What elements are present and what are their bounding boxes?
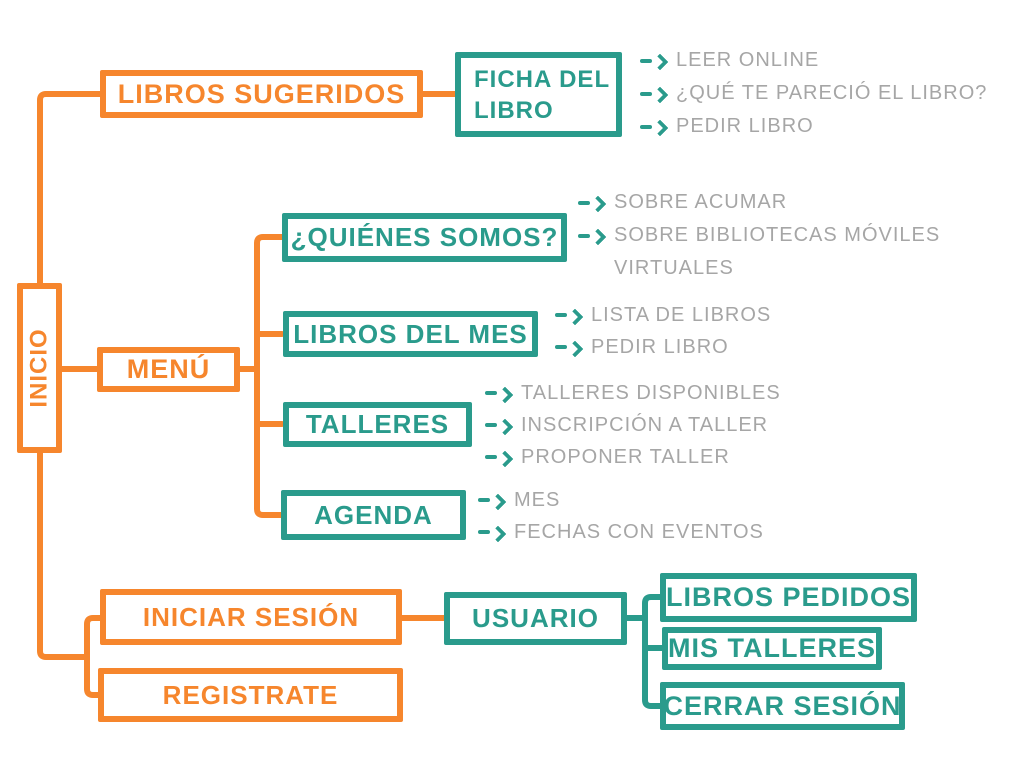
- leaf-item: SOBRE ACUMAR: [578, 186, 940, 219]
- arrow-right-icon: [640, 119, 669, 137]
- arrow-right-icon: [578, 195, 607, 213]
- node-libros-pedidos-label: LIBROS PEDIDOS: [665, 582, 912, 612]
- node-menu-label: MENÚ: [126, 354, 211, 384]
- leaf-item: INSCRIPCIÓN A TALLER: [485, 409, 781, 441]
- leaf-label: LEER ONLINE: [676, 49, 820, 71]
- leaf-group-talleres: TALLERES DISPONIBLES INSCRIPCIÓN A TALLE…: [485, 377, 781, 473]
- node-libros-del-mes: LIBROS DEL MES: [283, 311, 538, 357]
- arrow-right-icon: [578, 228, 607, 246]
- node-quienes-somos-label: ¿QUIÉNES SOMOS?: [290, 222, 559, 252]
- arrow-right-icon: [485, 386, 514, 403]
- node-quienes-somos: ¿QUIÉNES SOMOS?: [282, 213, 567, 262]
- leaf-item: PEDIR LIBRO: [640, 110, 987, 143]
- leaf-label: LISTA DE LIBROS: [591, 303, 772, 326]
- node-ficha-del-libro-line1: FICHA DEL: [474, 65, 611, 93]
- leaf-item: PEDIR LIBRO: [555, 331, 771, 363]
- leaf-label: FECHAS CON EVENTOS: [514, 520, 764, 543]
- arrow-right-icon: [640, 53, 669, 71]
- leaf-label: VIRTUALES: [614, 257, 734, 279]
- arrow-right-icon: [555, 340, 584, 357]
- node-inicio: INICIO: [17, 283, 62, 453]
- leaf-item: LEER ONLINE: [640, 44, 987, 77]
- leaf-label: SOBRE BIBLIOTECAS MÓVILES: [614, 224, 941, 246]
- leaf-label: INSCRIPCIÓN A TALLER: [521, 413, 769, 436]
- node-agenda: AGENDA: [281, 490, 466, 540]
- leaf-item: TALLERES DISPONIBLES: [485, 377, 781, 409]
- leaf-label: MES: [514, 488, 561, 511]
- arrow-right-icon: [478, 493, 507, 510]
- node-ficha-del-libro: FICHA DEL LIBRO: [455, 52, 622, 137]
- node-mis-talleres: MIS TALLERES: [662, 627, 882, 670]
- arrow-right-icon: [640, 86, 669, 104]
- node-libros-pedidos: LIBROS PEDIDOS: [660, 573, 917, 622]
- leaf-group-quienes-somos: SOBRE ACUMAR SOBRE BIBLIOTECAS MÓVILES V…: [578, 186, 940, 285]
- node-usuario-label: USUARIO: [472, 603, 599, 633]
- node-talleres: TALLERES: [283, 402, 472, 447]
- node-iniciar-sesion: INICIAR SESIÓN: [100, 589, 402, 645]
- arrow-right-icon: [478, 525, 507, 542]
- leaf-item: MES: [478, 484, 764, 516]
- node-menu: MENÚ: [97, 347, 240, 392]
- leaf-label: PROPONER TALLER: [521, 445, 730, 468]
- leaf-item-continuation: VIRTUALES: [578, 252, 940, 285]
- node-talleres-label: TALLERES: [305, 409, 450, 439]
- node-libros-sugeridos-label: LIBROS SUGERIDOS: [117, 78, 406, 109]
- leaf-group-ficha-del-libro: LEER ONLINE ¿QUÉ TE PARECIÓ EL LIBRO? PE…: [640, 44, 987, 143]
- node-ficha-del-libro-line2: LIBRO: [474, 96, 554, 124]
- arrow-right-icon: [485, 450, 514, 467]
- node-registrate-label: REGISTRATE: [162, 679, 339, 710]
- leaf-label: TALLERES DISPONIBLES: [521, 381, 781, 404]
- node-iniciar-sesion-label: INICIAR SESIÓN: [142, 601, 360, 632]
- node-libros-del-mes-label: LIBROS DEL MES: [293, 318, 528, 349]
- arrow-right-icon: [485, 418, 514, 435]
- node-registrate: REGISTRATE: [98, 668, 403, 722]
- leaf-label: PEDIR LIBRO: [591, 335, 729, 358]
- node-cerrar-sesion: CERRAR SESIÓN: [660, 682, 905, 730]
- leaf-item: FECHAS CON EVENTOS: [478, 516, 764, 548]
- leaf-item: PROPONER TALLER: [485, 441, 781, 473]
- leaf-label: SOBRE ACUMAR: [614, 191, 788, 213]
- node-cerrar-sesion-label: CERRAR SESIÓN: [663, 690, 902, 721]
- node-mis-talleres-label: MIS TALLERES: [668, 633, 877, 663]
- leaf-label: ¿QUÉ TE PARECIÓ EL LIBRO?: [676, 82, 988, 104]
- leaf-item: LISTA DE LIBROS: [555, 299, 771, 331]
- node-agenda-label: AGENDA: [314, 499, 433, 530]
- leaf-group-libros-del-mes: LISTA DE LIBROS PEDIR LIBRO: [555, 299, 771, 363]
- leaf-group-agenda: MES FECHAS CON EVENTOS: [478, 484, 764, 548]
- leaf-item: SOBRE BIBLIOTECAS MÓVILES: [578, 219, 940, 252]
- node-usuario: USUARIO: [444, 592, 627, 645]
- node-libros-sugeridos: LIBROS SUGERIDOS: [100, 70, 423, 118]
- node-inicio-label: INICIO: [25, 328, 53, 408]
- arrow-right-icon: [555, 308, 584, 325]
- leaf-item: ¿QUÉ TE PARECIÓ EL LIBRO?: [640, 77, 987, 110]
- leaf-label: PEDIR LIBRO: [676, 115, 814, 137]
